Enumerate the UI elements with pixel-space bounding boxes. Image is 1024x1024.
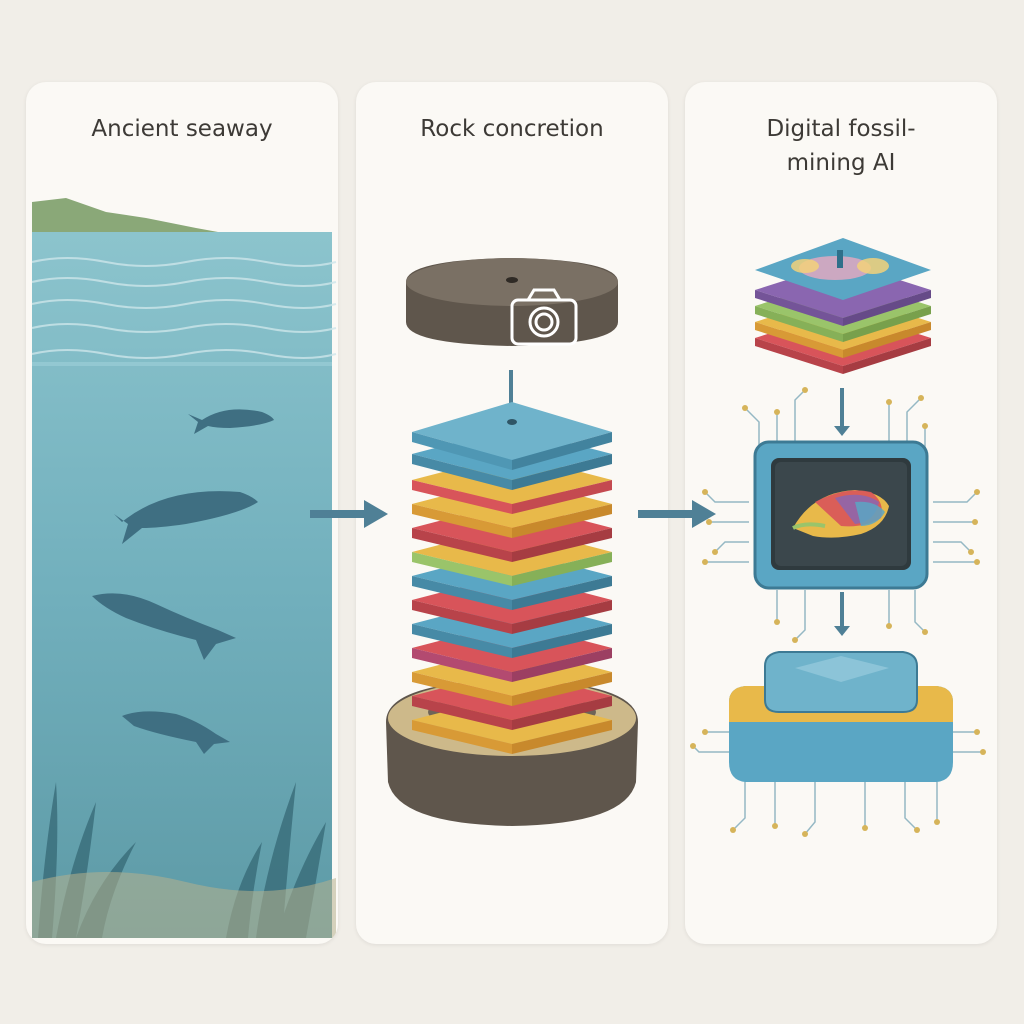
panel-title: Rock concretion <box>420 116 604 142</box>
arrow-right-icon <box>310 500 388 528</box>
data-layer-stack <box>755 238 931 374</box>
connector-line-bottom <box>840 592 844 628</box>
connector-line <box>509 370 513 422</box>
arrow-down-icon <box>834 426 850 436</box>
circuit-nodes <box>702 387 980 643</box>
panel-title: Digital fossil- mining AI <box>766 116 916 176</box>
surface-waves <box>31 257 337 359</box>
seaway-illustration <box>31 198 337 938</box>
panel-rock-concretion: Rock concretion <box>356 82 668 944</box>
seabed <box>32 872 336 938</box>
panel-title: Ancient seaway <box>91 116 273 142</box>
fish-icon <box>92 409 274 754</box>
ai-illustration <box>690 238 986 837</box>
connector-line-top <box>840 388 844 428</box>
fossil-icon <box>792 490 889 538</box>
platform-nodes <box>690 729 986 837</box>
concretion-illustration <box>386 258 638 826</box>
panel-ancient-seaway: Ancient seaway <box>26 82 338 944</box>
arrow-down-icon <box>834 626 850 636</box>
ai-platform <box>729 651 953 782</box>
circuit-traces <box>704 389 978 641</box>
layer-stack <box>412 402 612 754</box>
camera-icon <box>510 288 578 346</box>
panel-digital-fossil-mining-ai: Digital fossil- mining AI <box>685 82 997 944</box>
arrow-right-icon <box>638 500 716 528</box>
